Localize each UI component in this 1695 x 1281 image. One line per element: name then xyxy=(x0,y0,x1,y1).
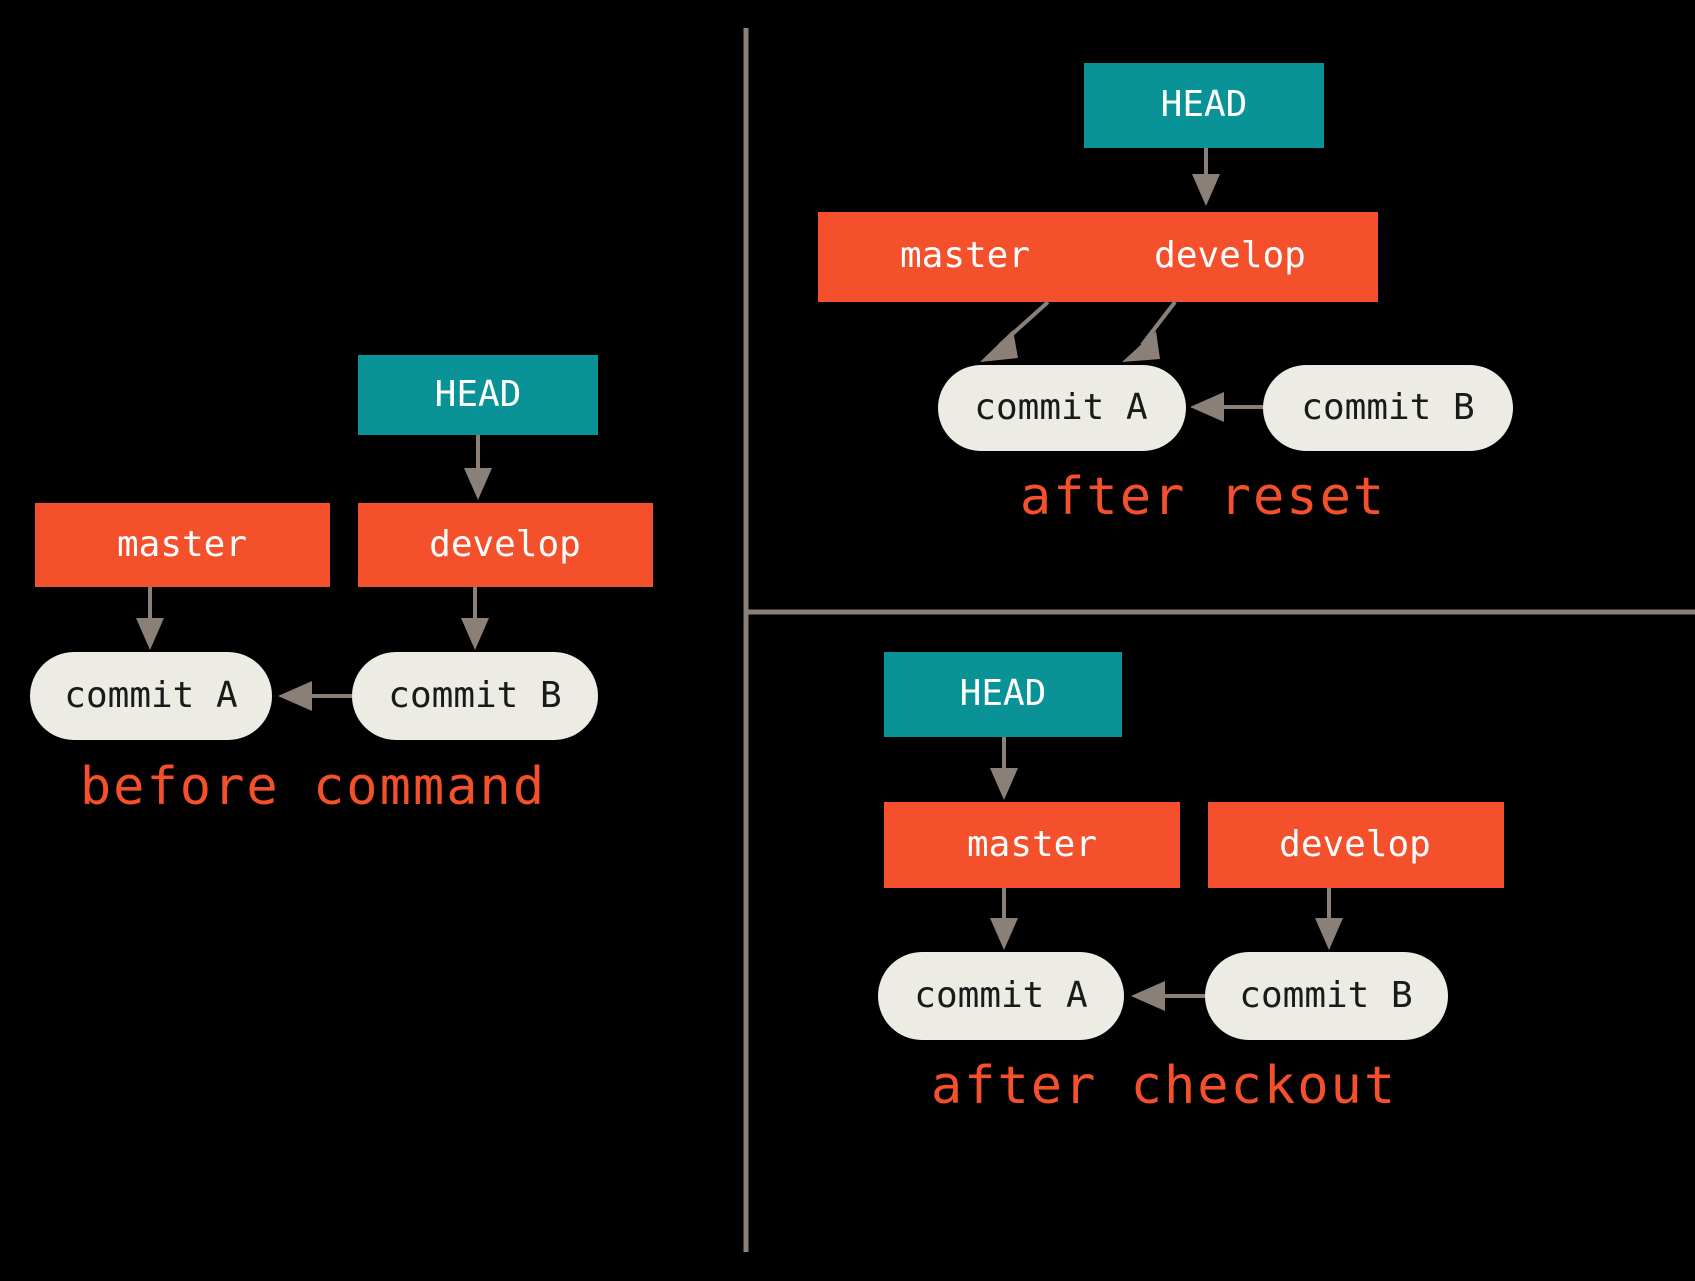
commit-a-label-before: commit A xyxy=(64,675,238,716)
commit-b-box-checkout xyxy=(1205,952,1448,1040)
arrowhead-commitB-to-commitA-reset xyxy=(1190,392,1224,422)
arrowhead-develop-to-commitA-reset xyxy=(1122,331,1160,362)
arrowhead-develop-to-commitB-before xyxy=(461,618,489,650)
commit-a-box-checkout xyxy=(878,952,1124,1040)
branch-bar-reset xyxy=(818,212,1378,302)
panel-after-reset: HEAD master develop commit A commit B xyxy=(818,63,1513,527)
caption-after-reset: after reset xyxy=(1020,467,1386,527)
arrowhead-master-to-commitA-before xyxy=(136,618,164,650)
head-box-before xyxy=(358,355,598,435)
commit-b-label-reset: commit B xyxy=(1301,387,1474,428)
develop-box-before xyxy=(358,503,653,587)
arrowhead-master-to-commitA-checkout xyxy=(990,918,1018,950)
commit-a-box-reset xyxy=(938,365,1186,451)
develop-box-checkout xyxy=(1208,802,1504,888)
arrowhead-master-to-commitA-reset xyxy=(980,330,1018,362)
master-box-checkout xyxy=(884,802,1180,888)
commit-b-label-before: commit B xyxy=(388,675,561,716)
edge-develop-to-commitA-reset xyxy=(1140,300,1177,347)
caption-after-checkout: after checkout xyxy=(931,1056,1397,1116)
commit-a-box-before xyxy=(30,652,272,740)
head-label-before: HEAD xyxy=(435,374,522,415)
panel-after-checkout: HEAD master develop commit A commit B xyxy=(878,652,1504,1116)
commit-b-box-reset xyxy=(1263,365,1513,451)
head-box-reset xyxy=(1084,63,1324,148)
arrowhead-head-to-branchbar-reset xyxy=(1192,174,1220,206)
arrowhead-head-to-master-checkout xyxy=(990,768,1018,800)
master-label-before: master xyxy=(117,524,247,565)
commit-b-label-checkout: commit B xyxy=(1239,975,1412,1016)
arrowhead-head-to-develop-before xyxy=(464,468,492,500)
master-label-reset: master xyxy=(900,235,1030,276)
arrowhead-commitB-to-commitA-checkout xyxy=(1131,981,1165,1011)
commit-a-label-reset: commit A xyxy=(974,387,1148,428)
arrowhead-develop-to-commitB-checkout xyxy=(1315,918,1343,950)
arrowhead-commitB-to-commitA-before xyxy=(278,681,312,711)
head-label-checkout: HEAD xyxy=(960,673,1047,714)
head-label-reset: HEAD xyxy=(1161,84,1248,125)
head-box-checkout xyxy=(884,652,1122,737)
caption-before-command: before command xyxy=(80,757,546,817)
master-label-checkout: master xyxy=(967,824,1097,865)
commit-b-box-before xyxy=(352,652,598,740)
panel-before-command: HEAD master develop commit A commit B xyxy=(30,355,653,817)
develop-label-reset: develop xyxy=(1154,235,1306,276)
commit-a-label-checkout: commit A xyxy=(914,975,1088,1016)
develop-label-checkout: develop xyxy=(1279,824,1431,865)
develop-label-before: develop xyxy=(429,524,581,565)
master-box-before xyxy=(35,503,330,587)
